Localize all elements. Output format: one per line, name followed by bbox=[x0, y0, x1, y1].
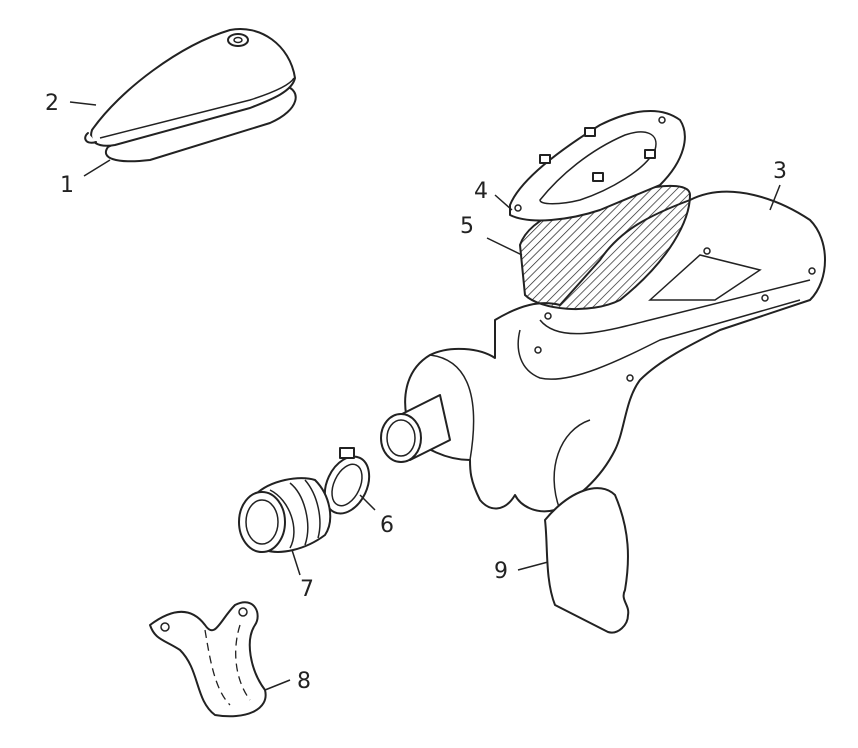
part-6-clamp bbox=[323, 447, 371, 515]
part-8-bracket bbox=[149, 601, 267, 718]
part-4-frame bbox=[509, 109, 686, 222]
part-3-airbox bbox=[380, 190, 826, 513]
callout-1: 1 bbox=[60, 173, 74, 198]
callouts: 1 2 3 4 5 6 7 8 9 bbox=[45, 91, 787, 694]
part-2-cover bbox=[84, 28, 296, 147]
callout-3: 3 bbox=[773, 159, 787, 184]
callout-6: 6 bbox=[380, 513, 394, 538]
part-9-shield bbox=[544, 487, 630, 634]
callout-8: 8 bbox=[297, 669, 311, 694]
part-7-boot bbox=[238, 477, 332, 553]
callout-7: 7 bbox=[300, 577, 314, 602]
callout-9: 9 bbox=[494, 559, 508, 584]
callout-4: 4 bbox=[474, 179, 488, 204]
callout-2: 2 bbox=[45, 91, 59, 116]
callout-5: 5 bbox=[460, 214, 474, 239]
